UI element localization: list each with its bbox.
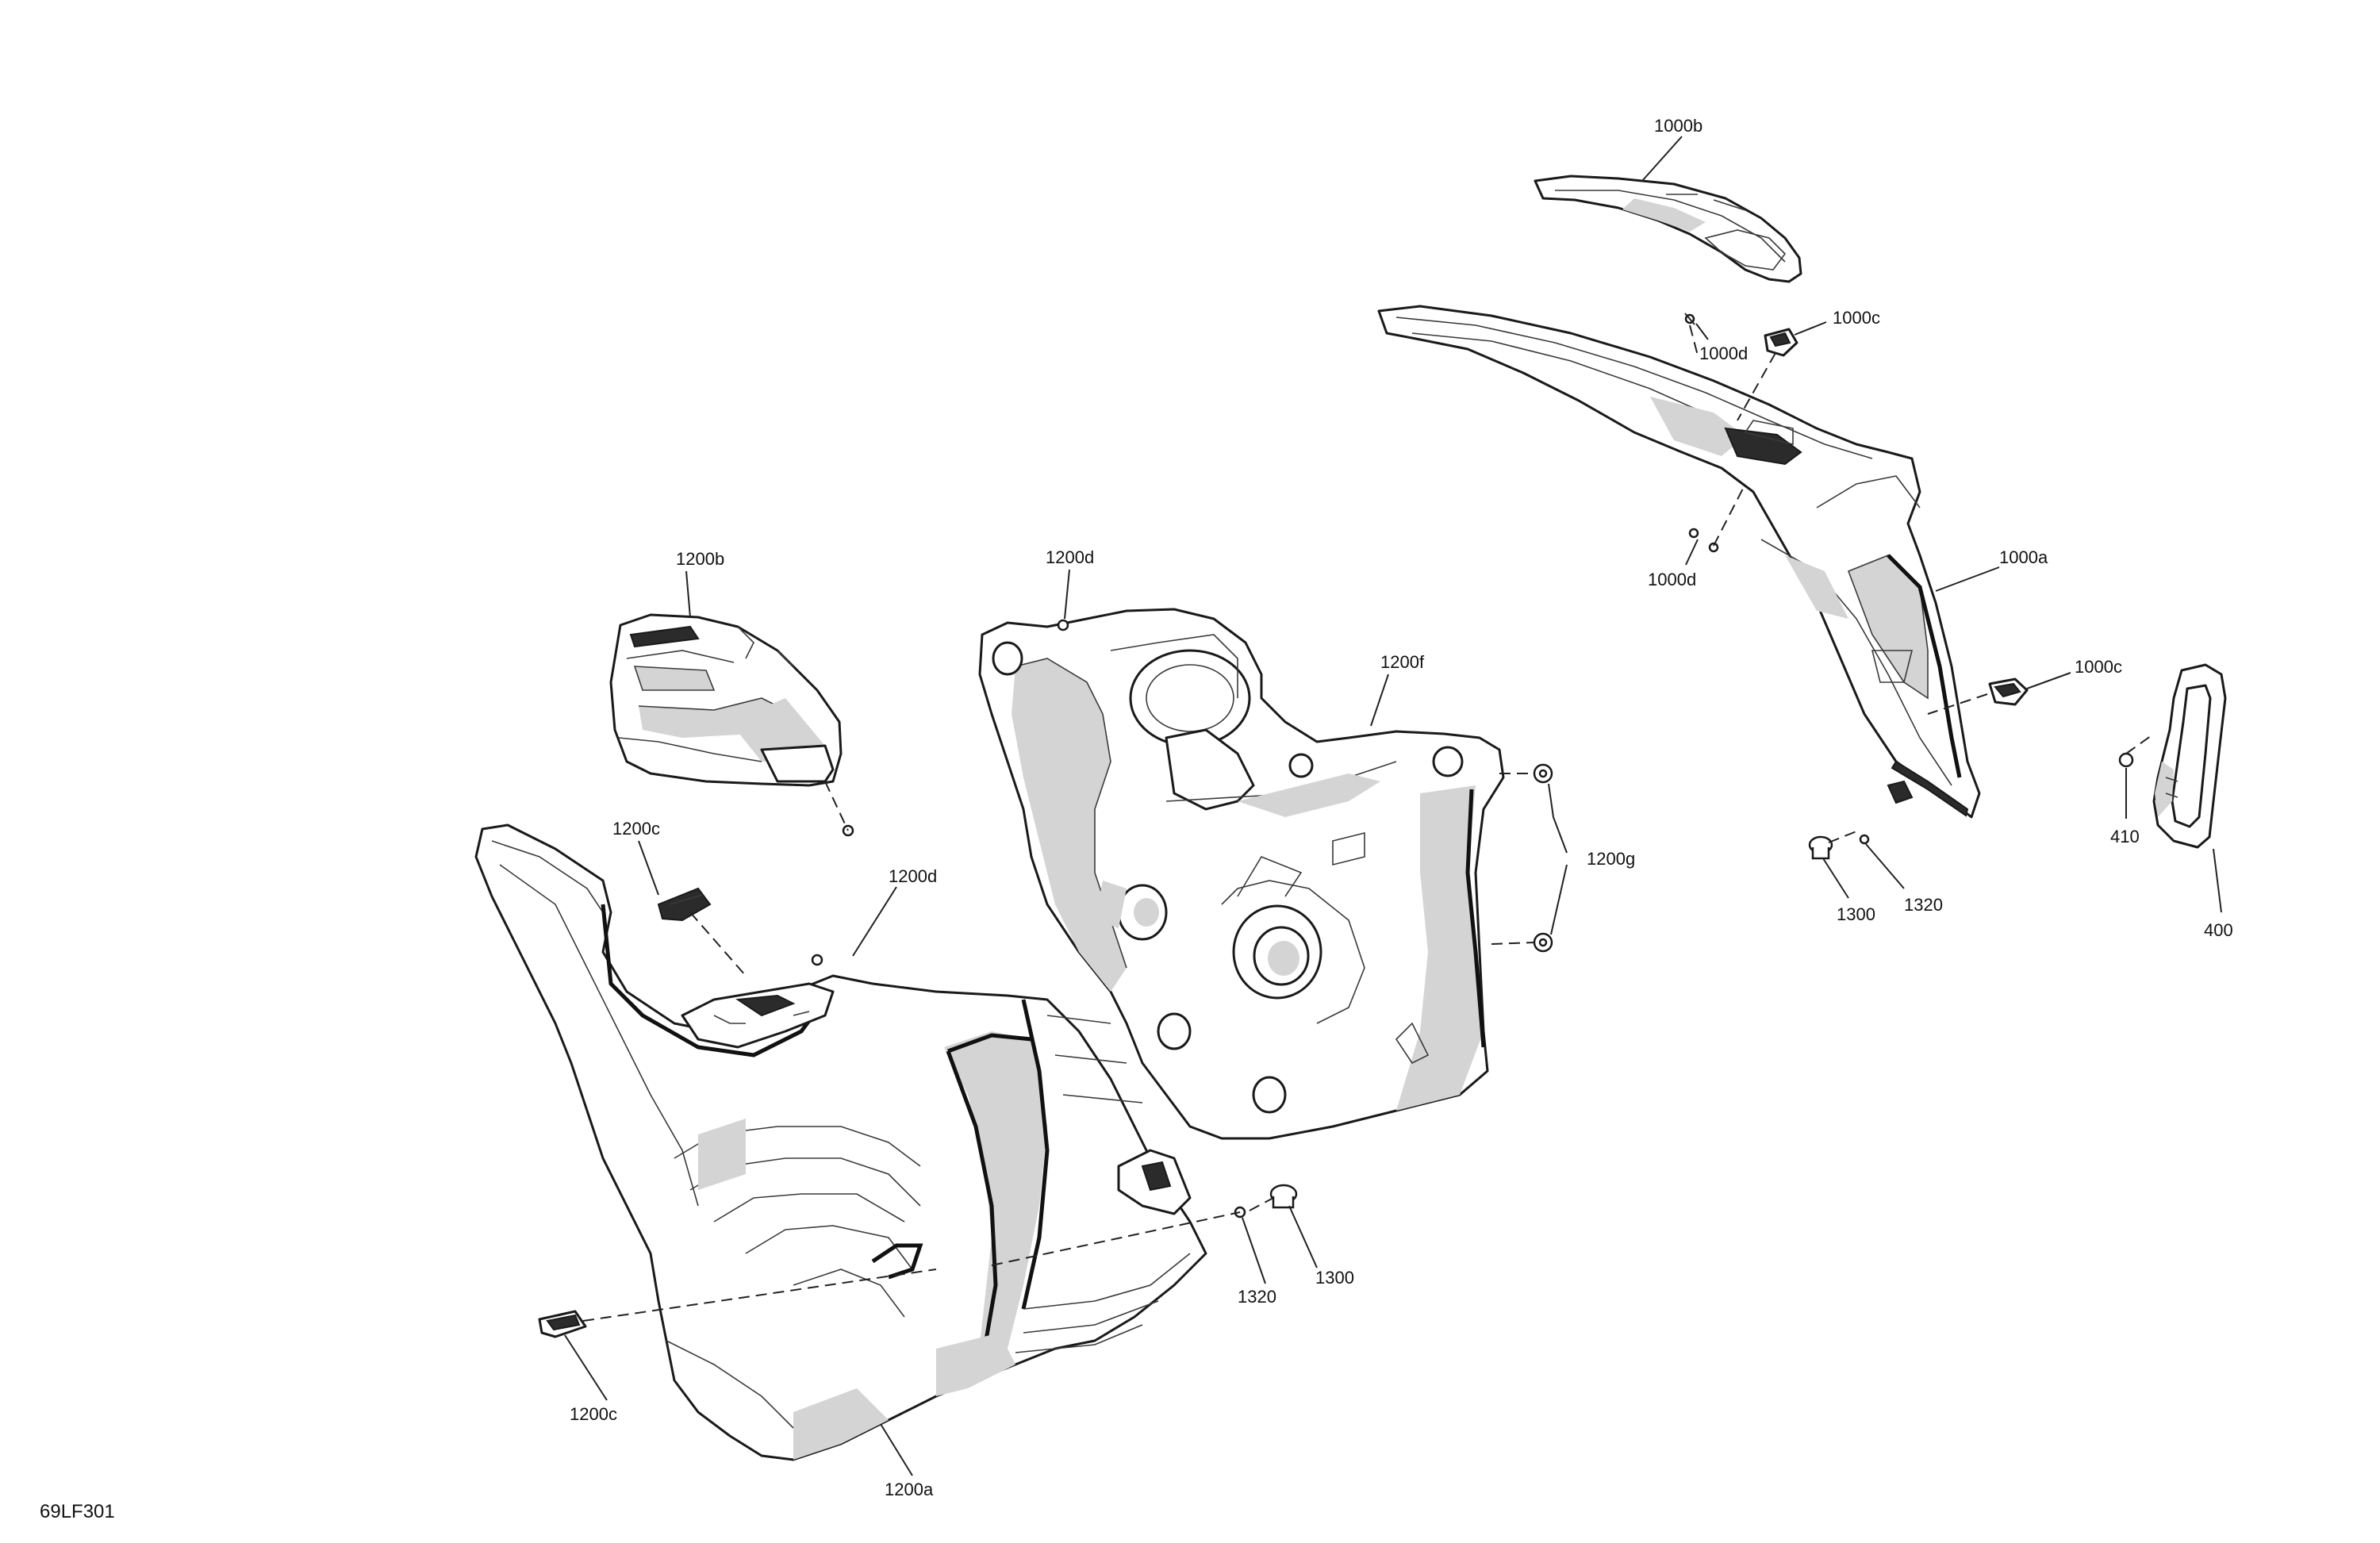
callout-1200a: 1200a bbox=[885, 1480, 934, 1499]
callout-1000a: 1000a bbox=[1999, 547, 2048, 567]
part-1000c-right-clip bbox=[1988, 677, 2029, 706]
callout-1200b: 1200b bbox=[676, 549, 724, 569]
callout-1300-left: 1300 bbox=[1315, 1268, 1354, 1288]
leader-lines bbox=[564, 136, 2222, 1476]
callout-1320-right: 1320 bbox=[1904, 895, 1943, 915]
part-1200a bbox=[474, 823, 1207, 1461]
assembly-lines bbox=[582, 324, 2155, 1322]
part-1000d-mid-screws bbox=[1688, 528, 1719, 553]
part-1200g-grommets bbox=[1533, 763, 1553, 953]
callout-1200c-top: 1200c bbox=[612, 819, 660, 839]
callout-1000c-top: 1000c bbox=[1833, 308, 1880, 328]
callout-1300-right: 1300 bbox=[1837, 904, 1875, 924]
callout-1000b: 1000b bbox=[1654, 116, 1702, 136]
part-1300-right-fastener bbox=[1808, 835, 1833, 860]
part-410-screw bbox=[2118, 752, 2134, 768]
callout-1200d-left: 1200d bbox=[889, 866, 937, 886]
part-1300-left-fastener bbox=[1269, 1184, 1298, 1209]
part-1320-right-washer bbox=[1859, 834, 1870, 845]
part-400 bbox=[2152, 663, 2227, 849]
part-1200c-bottom-clip bbox=[538, 1310, 587, 1338]
callout-1000c-right: 1000c bbox=[2075, 657, 2122, 677]
callout-1200f: 1200f bbox=[1380, 652, 1425, 672]
part-1200c-top-clip bbox=[657, 887, 712, 922]
part-1000b bbox=[1534, 175, 1802, 283]
part-1000a bbox=[1377, 305, 1981, 819]
callout-410: 410 bbox=[2110, 827, 2140, 846]
figure-reference: 69LF301 bbox=[40, 1501, 115, 1522]
callout-1000d-mid: 1000d bbox=[1648, 570, 1696, 589]
callout-1320-left: 1320 bbox=[1238, 1287, 1276, 1307]
callout-labels: 1000b 1000c 1000d 1000d 1000a 1000c 410 … bbox=[570, 116, 2233, 1499]
callout-1200d-top: 1200d bbox=[1046, 547, 1094, 567]
callout-1000d-top: 1000d bbox=[1699, 344, 1748, 363]
part-1200b bbox=[609, 613, 843, 787]
callout-1200c-bottom: 1200c bbox=[570, 1404, 617, 1424]
part-1000c-top-clip bbox=[1764, 328, 1798, 357]
callout-1200g: 1200g bbox=[1587, 849, 1635, 869]
part-1200f bbox=[978, 608, 1505, 1140]
callout-400: 400 bbox=[2204, 920, 2233, 940]
part-1000d-top-screw bbox=[1684, 313, 1695, 325]
